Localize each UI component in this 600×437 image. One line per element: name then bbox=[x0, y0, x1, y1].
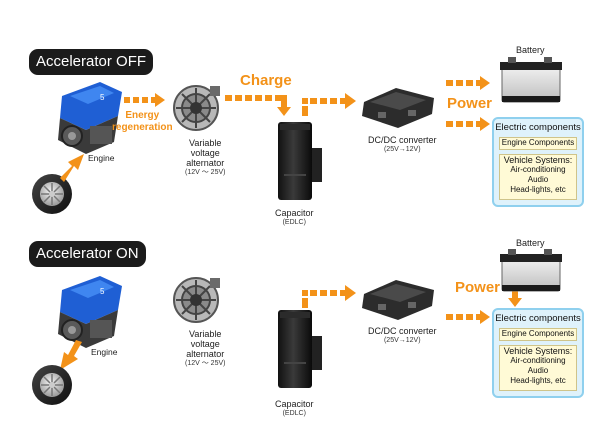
battery-label: Battery bbox=[516, 238, 545, 248]
alternator-label: Variable voltage alternator (12V ～ 25V) bbox=[185, 138, 225, 178]
power-label: Power bbox=[455, 279, 501, 296]
charge-label: Charge bbox=[240, 72, 292, 89]
accelerator-off-header: Accelerator OFF bbox=[29, 49, 154, 75]
svg-text:5: 5 bbox=[100, 93, 105, 102]
converter-sub: (25V→12V) bbox=[383, 337, 421, 344]
vehicle-systems-box: Vehicle Systems: Air-conditioning Audio … bbox=[499, 154, 577, 200]
tire-icon bbox=[32, 174, 72, 214]
alternator-line1: Variable bbox=[189, 138, 222, 148]
alternator-line2: voltage bbox=[190, 148, 220, 158]
capacitor-icon bbox=[278, 122, 322, 200]
capacitor-title: Capacitor bbox=[275, 399, 314, 409]
vehicle-system-item: Head-lights, etc bbox=[510, 376, 566, 385]
flow-arrow-battery-components bbox=[508, 290, 522, 307]
regen-arrow bbox=[60, 154, 84, 182]
capacitor-icon bbox=[278, 310, 322, 388]
energy-regeneration-line1: Energy bbox=[125, 110, 160, 121]
alternator-icon bbox=[173, 85, 220, 131]
capacitor-sub: (EDLC) bbox=[282, 219, 306, 226]
alternator-line3: alternator bbox=[186, 158, 225, 168]
dc-dc-converter-icon bbox=[362, 88, 434, 128]
electric-components-title: Electric components bbox=[495, 122, 581, 133]
vehicle-systems-box: Vehicle Systems: Air-conditioning Audio … bbox=[499, 345, 577, 391]
flow-arrow-to-components bbox=[446, 117, 490, 131]
converter-label: DC/DC converter (25V→12V) bbox=[368, 135, 437, 155]
converter-title: DC/DC converter bbox=[368, 135, 437, 145]
converter-sub: (25V→12V) bbox=[383, 146, 421, 153]
svg-text:5: 5 bbox=[100, 287, 105, 296]
vehicle-system-item: Audio bbox=[527, 175, 549, 184]
battery-label: Battery bbox=[516, 45, 545, 55]
converter-title: DC/DC converter bbox=[368, 326, 437, 336]
battery-icon bbox=[500, 249, 562, 292]
alternator-line2: voltage bbox=[190, 339, 220, 349]
converter-label: DC/DC converter (25V→12V) bbox=[368, 326, 437, 346]
flow-arrow-capacitor-converter bbox=[302, 285, 356, 308]
energy-regeneration-line2: regeneration bbox=[112, 122, 173, 133]
engine-label: Engine bbox=[91, 347, 118, 357]
engine-icon: 5 bbox=[58, 276, 122, 348]
vehicle-systems-title: Vehicle Systems: bbox=[503, 346, 573, 356]
vehicle-system-item: Air-conditioning bbox=[510, 165, 566, 174]
vehicle-system-item: Head-lights, etc bbox=[510, 185, 566, 194]
flow-arrow-alternator-capacitor bbox=[225, 95, 291, 116]
drive-arrow bbox=[60, 340, 82, 370]
electric-components-panel: Electric components Engine Components Ve… bbox=[492, 308, 584, 398]
alternator-line1: Variable bbox=[189, 329, 222, 339]
flow-arrow-engine-alternator bbox=[124, 93, 165, 107]
alternator-icon bbox=[173, 277, 220, 323]
vehicle-system-item: Audio bbox=[527, 366, 549, 375]
capacitor-label: Capacitor (EDLC) bbox=[275, 399, 314, 419]
alternator-label: Variable voltage alternator (12V ～ 25V) bbox=[185, 329, 225, 369]
vehicle-systems-title: Vehicle Systems: bbox=[503, 155, 573, 165]
vehicle-system-item: Air-conditioning bbox=[510, 356, 566, 365]
energy-regeneration-label: Energy regeneration bbox=[112, 110, 173, 134]
alternator-range: (12V ～ 25V) bbox=[185, 169, 226, 176]
flow-arrow-to-components bbox=[446, 310, 490, 324]
tire-icon bbox=[32, 365, 72, 405]
accelerator-on-header: Accelerator ON bbox=[29, 241, 146, 267]
capacitor-label: Capacitor (EDLC) bbox=[275, 208, 314, 228]
alternator-range: (12V ～ 25V) bbox=[185, 360, 226, 367]
flow-arrow-capacitor-converter bbox=[302, 93, 356, 116]
power-label: Power bbox=[447, 95, 493, 112]
engine-components-box: Engine Components bbox=[499, 328, 577, 341]
alternator-line3: alternator bbox=[186, 349, 225, 359]
flow-arrow-to-battery bbox=[446, 76, 490, 90]
battery-icon bbox=[500, 57, 562, 103]
engine-label: Engine bbox=[88, 153, 115, 163]
electric-components-panel: Electric components Engine Components Ve… bbox=[492, 117, 584, 207]
dc-dc-converter-icon bbox=[362, 280, 434, 320]
electric-components-title: Electric components bbox=[495, 313, 581, 324]
capacitor-title: Capacitor bbox=[275, 208, 314, 218]
capacitor-sub: (EDLC) bbox=[282, 410, 306, 417]
engine-icon: 5 bbox=[58, 82, 122, 154]
engine-components-box: Engine Components bbox=[499, 137, 577, 150]
